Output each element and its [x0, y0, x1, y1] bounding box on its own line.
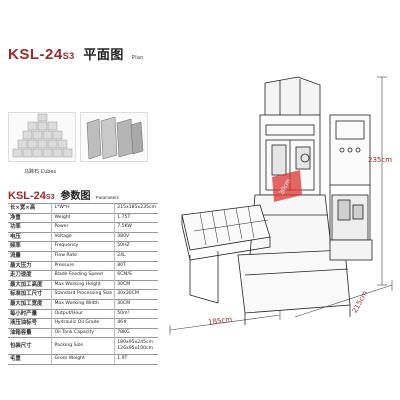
param-name-en: Oil Tank Capacity — [51, 327, 115, 338]
param-name-cn: 每小时产量 — [8, 308, 52, 319]
stone-slabs-image — [86, 116, 144, 160]
param-name-cn: 最大加工高度 — [8, 279, 52, 290]
param-name-en: Flow Rate — [51, 250, 115, 262]
param-value: 1.75T — [114, 212, 158, 223]
param-name-cn: 油箱容量 — [8, 327, 52, 338]
param-name-en: L*W*H — [51, 203, 115, 214]
param-value-line: 126x95x100cm — [117, 346, 154, 352]
cubes-pyramid-image — [12, 113, 73, 158]
param-value-line: 180x95x245cm — [117, 340, 154, 346]
width-dimension-label: 215cm — [351, 289, 369, 314]
param-name-en: Hydraulic Oil Grade — [51, 318, 115, 329]
param-value: 380V — [114, 231, 158, 242]
param-name-cn: 毛重 — [8, 354, 52, 365]
param-name-cn: 走刀速度 — [8, 270, 52, 281]
param-name-cn: 标准加工尺寸 — [8, 289, 52, 300]
param-value: 30CM — [114, 279, 158, 290]
param-name-en: Frequency — [51, 241, 115, 252]
page-title: KSL-24S3 平面图 Plan — [8, 46, 144, 63]
param-name-cn: 流量 — [8, 250, 52, 262]
length-dimension-label: 185cm — [208, 315, 233, 326]
param-name-cn: 频率 — [8, 241, 52, 252]
param-name-cn: 净重 — [8, 212, 52, 223]
param-name-en: Power — [51, 222, 115, 233]
param-name-en: Gross Weight — [51, 354, 115, 365]
param-value: 78KG — [114, 327, 158, 338]
param-name-en: Weight — [51, 212, 115, 223]
param-name-en: Pressure — [51, 260, 115, 271]
param-name-cn: 最大加工宽度 — [8, 298, 52, 310]
height-dimension-label: 235cm — [368, 156, 392, 164]
param-name-en: Packing Size — [51, 337, 115, 355]
param-name-cn: 包装尺寸 — [8, 337, 52, 355]
param-name-en: Blade Feeding Speed — [51, 270, 115, 281]
param-name-en: Max Working Height — [51, 279, 115, 290]
param-value: 50m² — [114, 308, 158, 319]
param-name-en: Standard Processing Size — [51, 289, 115, 300]
photo-caption: 马蹄石 Cubes — [24, 169, 57, 175]
param-value: 6CM/S — [114, 270, 158, 281]
param-name-cn: 功率 — [8, 222, 52, 233]
param-name-en: Voltage — [51, 231, 115, 242]
machine-drawing: 30cm 235cm 185cm 215cm — [169, 76, 393, 335]
param-name-en: Output/Hour — [51, 308, 115, 319]
param-name-cn: 电压 — [8, 231, 52, 242]
param-value: 80T — [114, 260, 158, 271]
param-value: 24L — [114, 250, 158, 262]
param-value: 30x30CM — [114, 289, 158, 300]
param-name-cn: 最大压力 — [8, 260, 52, 271]
param-name-cn: 液压油标号 — [8, 318, 52, 329]
parameters-title: KSL-24S3 参数图 Parameters — [8, 190, 119, 202]
param-value: 46# — [114, 318, 158, 329]
param-name-en: Max Working Width — [51, 298, 115, 310]
param-name-cn: 长×宽×高 — [8, 203, 52, 214]
slabs-photo — [80, 112, 148, 162]
param-value: 30CM — [114, 298, 158, 310]
param-value: 50HZ — [114, 241, 158, 252]
param-value: 1.9T — [114, 354, 158, 365]
param-value: 215x185x235cm — [114, 203, 158, 214]
cubes-photo — [8, 112, 76, 162]
param-value: 7.5KW — [114, 222, 158, 233]
